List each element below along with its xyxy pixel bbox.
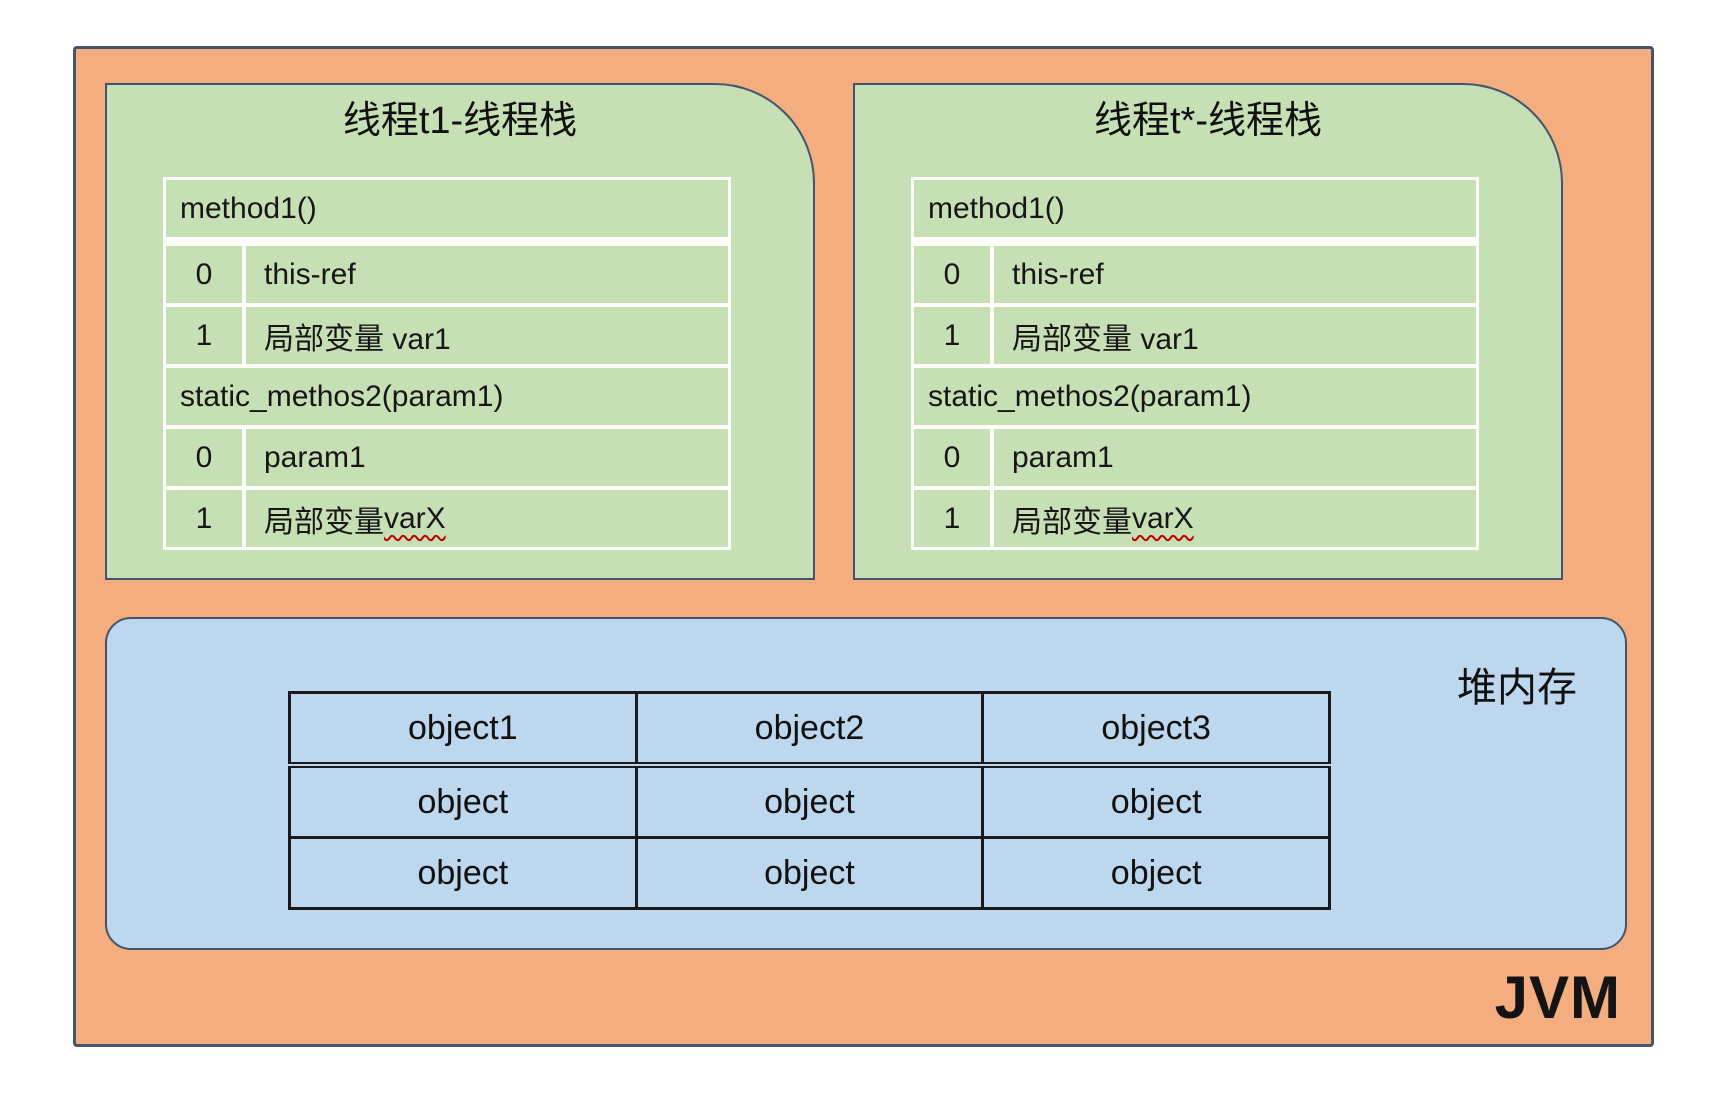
slot-index: 1 — [914, 490, 990, 547]
slot-value: 局部变量 var1 — [246, 307, 728, 364]
slot-value-marked-text: varX — [384, 501, 446, 535]
slot-value: 局部变量 varX — [994, 490, 1476, 547]
slot-value-text: param1 — [1012, 440, 1114, 474]
slot-index: 1 — [166, 307, 242, 364]
slot-value: this-ref — [246, 246, 728, 303]
slot-value-text: 局部变量 var1 — [1012, 322, 1199, 356]
heap-cell: object — [288, 763, 638, 839]
slot-index: 0 — [914, 246, 990, 303]
stack-slot-row: 0 param1 — [166, 429, 728, 486]
heap-header-cell: object2 — [634, 691, 985, 768]
method-label: method1() — [928, 191, 1065, 225]
slot-value-text: 局部变量 — [1012, 505, 1132, 539]
heap-header-cell: object3 — [981, 691, 1331, 768]
thread-stack-tstar-box: 线程t*-线程栈 method1() 0 this-ref 1 局部变量 var… — [853, 83, 1563, 580]
method-label: static_methos2(param1) — [928, 379, 1252, 413]
slot-value-text: param1 — [264, 440, 366, 474]
heap-cell: object — [981, 763, 1331, 839]
thread-stack-tstar-table: method1() 0 this-ref 1 局部变量 var1 static_… — [911, 177, 1479, 550]
slot-value: param1 — [246, 429, 728, 486]
slot-index: 0 — [166, 246, 242, 303]
heap-cell: object — [288, 836, 638, 910]
stack-slot-row: 0 this-ref — [166, 246, 728, 303]
heap-memory-label: 堆内存 — [1457, 666, 1577, 710]
stack-slot-row: 0 this-ref — [914, 246, 1476, 303]
stack-frame-method1: method1() — [914, 180, 1476, 237]
thread-stack-t1-table: method1() 0 this-ref 1 局部变量 var1 static_… — [163, 177, 731, 550]
stack-frame-static-method2: static_methos2(param1) — [914, 368, 1476, 425]
heap-object-table: object1 object2 object3 object object ob… — [288, 691, 1331, 910]
heap-table-header-row: object1 object2 object3 — [288, 691, 1331, 768]
stack-frame-static-method2: static_methos2(param1) — [166, 368, 728, 425]
method-label: method1() — [180, 191, 317, 225]
slot-value-text: 局部变量 — [264, 505, 384, 539]
slot-value-text: this-ref — [1012, 257, 1104, 291]
slot-value: this-ref — [994, 246, 1476, 303]
heap-cell: object — [634, 836, 985, 910]
slot-index: 0 — [914, 429, 990, 486]
slot-value-text: 局部变量 var1 — [264, 322, 451, 356]
heap-table-row: object object object — [288, 836, 1331, 910]
stack-slot-row: 0 param1 — [914, 429, 1476, 486]
stack-frame-method1: method1() — [166, 180, 728, 237]
slot-value: param1 — [994, 429, 1476, 486]
stack-slot-row: 1 局部变量 var1 — [166, 307, 728, 364]
heap-cell: object — [981, 836, 1331, 910]
jvm-label: JVM — [1494, 964, 1621, 1031]
slot-value-text: this-ref — [264, 257, 356, 291]
slot-value-marked-text: varX — [1132, 501, 1194, 535]
slot-index: 1 — [914, 307, 990, 364]
jvm-container: 线程t1-线程栈 method1() 0 this-ref 1 局部变量 var… — [73, 46, 1654, 1047]
heap-cell: object — [634, 763, 985, 839]
stack-slot-row: 1 局部变量 var1 — [914, 307, 1476, 364]
slot-value: 局部变量 varX — [246, 490, 728, 547]
stack-slot-row: 1 局部变量 varX — [166, 490, 728, 547]
thread-stack-t1-box: 线程t1-线程栈 method1() 0 this-ref 1 局部变量 var… — [105, 83, 815, 580]
stack-slot-row: 1 局部变量 varX — [914, 490, 1476, 547]
method-label: static_methos2(param1) — [180, 379, 504, 413]
heap-table-row: object object object — [288, 763, 1331, 839]
thread-stack-tstar-title: 线程t*-线程栈 — [1093, 100, 1322, 142]
slot-index: 1 — [166, 490, 242, 547]
thread-stack-t1-title: 线程t1-线程栈 — [342, 100, 578, 142]
heap-header-cell: object1 — [288, 691, 638, 768]
heap-memory-box: 堆内存 object1 object2 object3 object objec… — [105, 617, 1627, 950]
slot-index: 0 — [166, 429, 242, 486]
slot-value: 局部变量 var1 — [994, 307, 1476, 364]
